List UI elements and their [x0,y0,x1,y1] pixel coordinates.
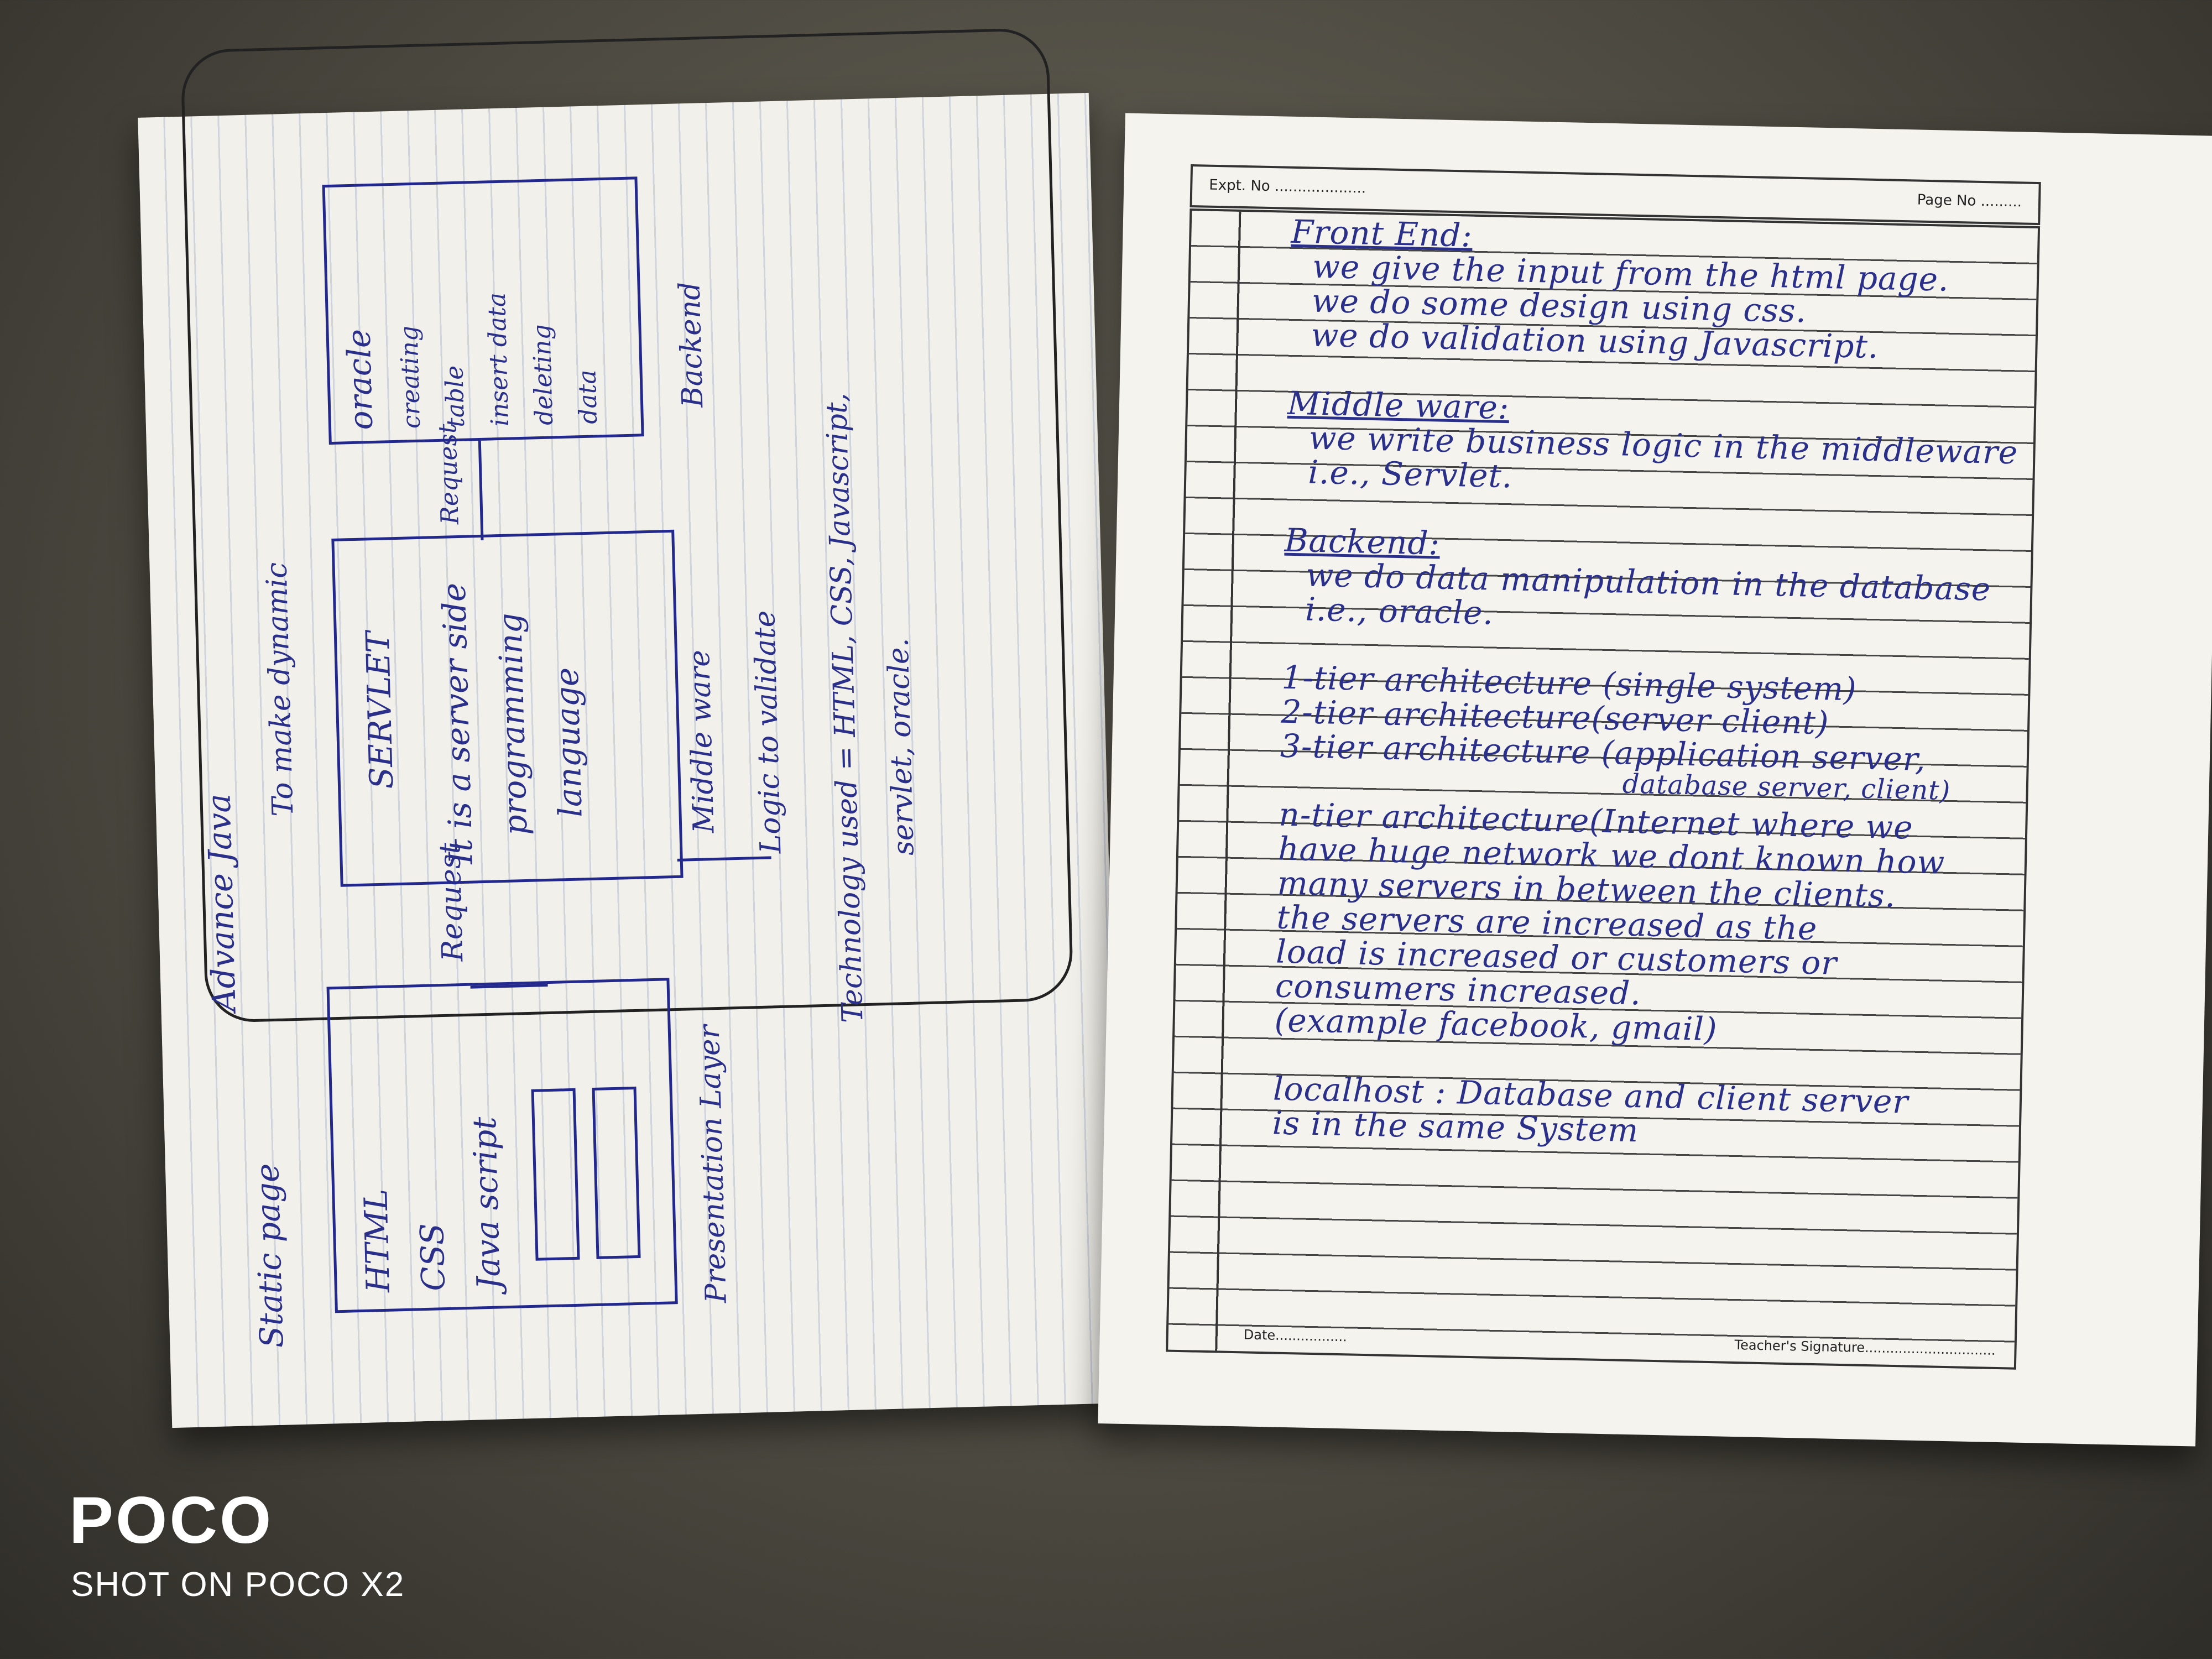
frontend-html: HTML [357,1188,398,1293]
ruled-area: Front End: we give the input from the ht… [1166,208,2041,1370]
frontend-javascript: Java script [465,1116,508,1290]
connector-servlet-oracle [478,440,484,540]
oracle-line-3: insert data [482,292,515,427]
technology-line-2: servlet, oracle. [881,638,921,856]
oracle-title: oracle [340,328,380,431]
frontend-css: CSS [413,1222,452,1292]
note-line: is in the same System [1272,1104,1639,1150]
note-line: i.e., Servlet. [1307,453,1513,495]
connector-logic [677,856,771,862]
note-dynamic: To make dynamic [260,562,300,817]
servlet-desc-3: language [547,667,589,818]
oracle-line-1: creating [395,325,426,429]
note-line: (example facebook, gmail) [1274,1001,1718,1048]
date-field: Date................. [1243,1327,1348,1345]
oracle-line-4: deleting [528,324,559,426]
page-no-field: Page No ......... [1917,191,2022,211]
teacher-signature-field: Teacher's Signature.....................… [1734,1337,1996,1358]
expt-no-field: Expt. No .................... [1209,176,1366,197]
ui-input-box-1 [531,1088,580,1261]
note-static-page: Static page [248,1162,291,1349]
ui-input-box-2 [592,1086,641,1259]
middleware-label: Middle ware [682,649,721,834]
servlet-desc-1: It is a server side [435,582,480,865]
right-notebook-page: Expt. No .................... Page No ..… [1098,113,2212,1447]
oracle-box: oracle creating table insert data deleti… [322,176,644,445]
camera-watermark-brand: POCO [69,1483,274,1557]
logic-label: Logic to validate [748,610,788,854]
backend-label: Backend [673,281,710,408]
oracle-line-2: table [440,365,471,428]
camera-watermark-subtitle: SHOT ON POCO X2 [71,1566,405,1604]
architecture-diagram: Advance Java To make dynamic Static page… [138,93,1123,1428]
servlet-box: SERVLET It is a server side programming … [331,529,684,887]
note-line: i.e., oracle. [1305,590,1494,632]
presentation-layer-label: Presentation Layer [692,1024,733,1304]
diagram-title: Advance Java [200,793,243,1013]
servlet-title: SERVLET [358,630,401,790]
oracle-line-5: data [573,369,603,425]
frontend-box: HTML CSS Java script [326,978,678,1313]
technology-line-1: Technology used = HTML, CSS, Javascript, [820,392,870,1024]
note-line: 3-tier architecture (application server, [1280,727,1927,779]
left-notebook-page: Advance Java To make dynamic Static page… [138,27,1123,1428]
note-line: database server, client) [1622,768,1951,806]
servlet-desc-2: programming [491,612,535,836]
